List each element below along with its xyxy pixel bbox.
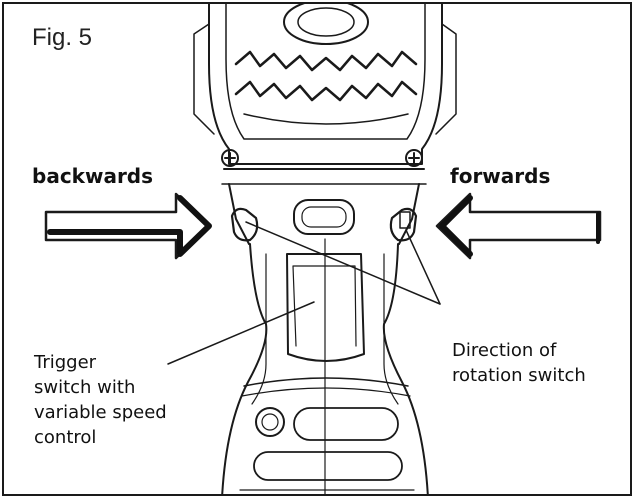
gear-housing bbox=[194, 4, 456, 164]
direction-switch-callout: Direction of rotation switch bbox=[452, 338, 586, 388]
trigger-callout: Trigger switch with variable speed contr… bbox=[34, 350, 167, 450]
figure-label: Fig. 5 bbox=[32, 24, 92, 52]
drill-handle bbox=[222, 239, 428, 496]
lower-grip bbox=[240, 378, 414, 490]
trigger-callout-line-1: Trigger bbox=[34, 350, 167, 375]
direction-callout-line-2: rotation switch bbox=[452, 363, 586, 388]
forwards-arrow-icon bbox=[437, 194, 600, 258]
drill-upper-body bbox=[222, 169, 426, 244]
trigger-callout-line-3: variable speed bbox=[34, 400, 167, 425]
backwards-arrow-icon bbox=[46, 194, 209, 258]
trigger-callout-line-4: control bbox=[34, 425, 167, 450]
backwards-label: backwards bbox=[32, 164, 153, 188]
screw-left-icon bbox=[222, 150, 238, 166]
screw-right-icon bbox=[406, 150, 422, 166]
forwards-label: forwards bbox=[450, 164, 550, 188]
direction-callout-line-1: Direction of bbox=[452, 338, 586, 363]
trigger-callout-line-2: switch with bbox=[34, 375, 167, 400]
